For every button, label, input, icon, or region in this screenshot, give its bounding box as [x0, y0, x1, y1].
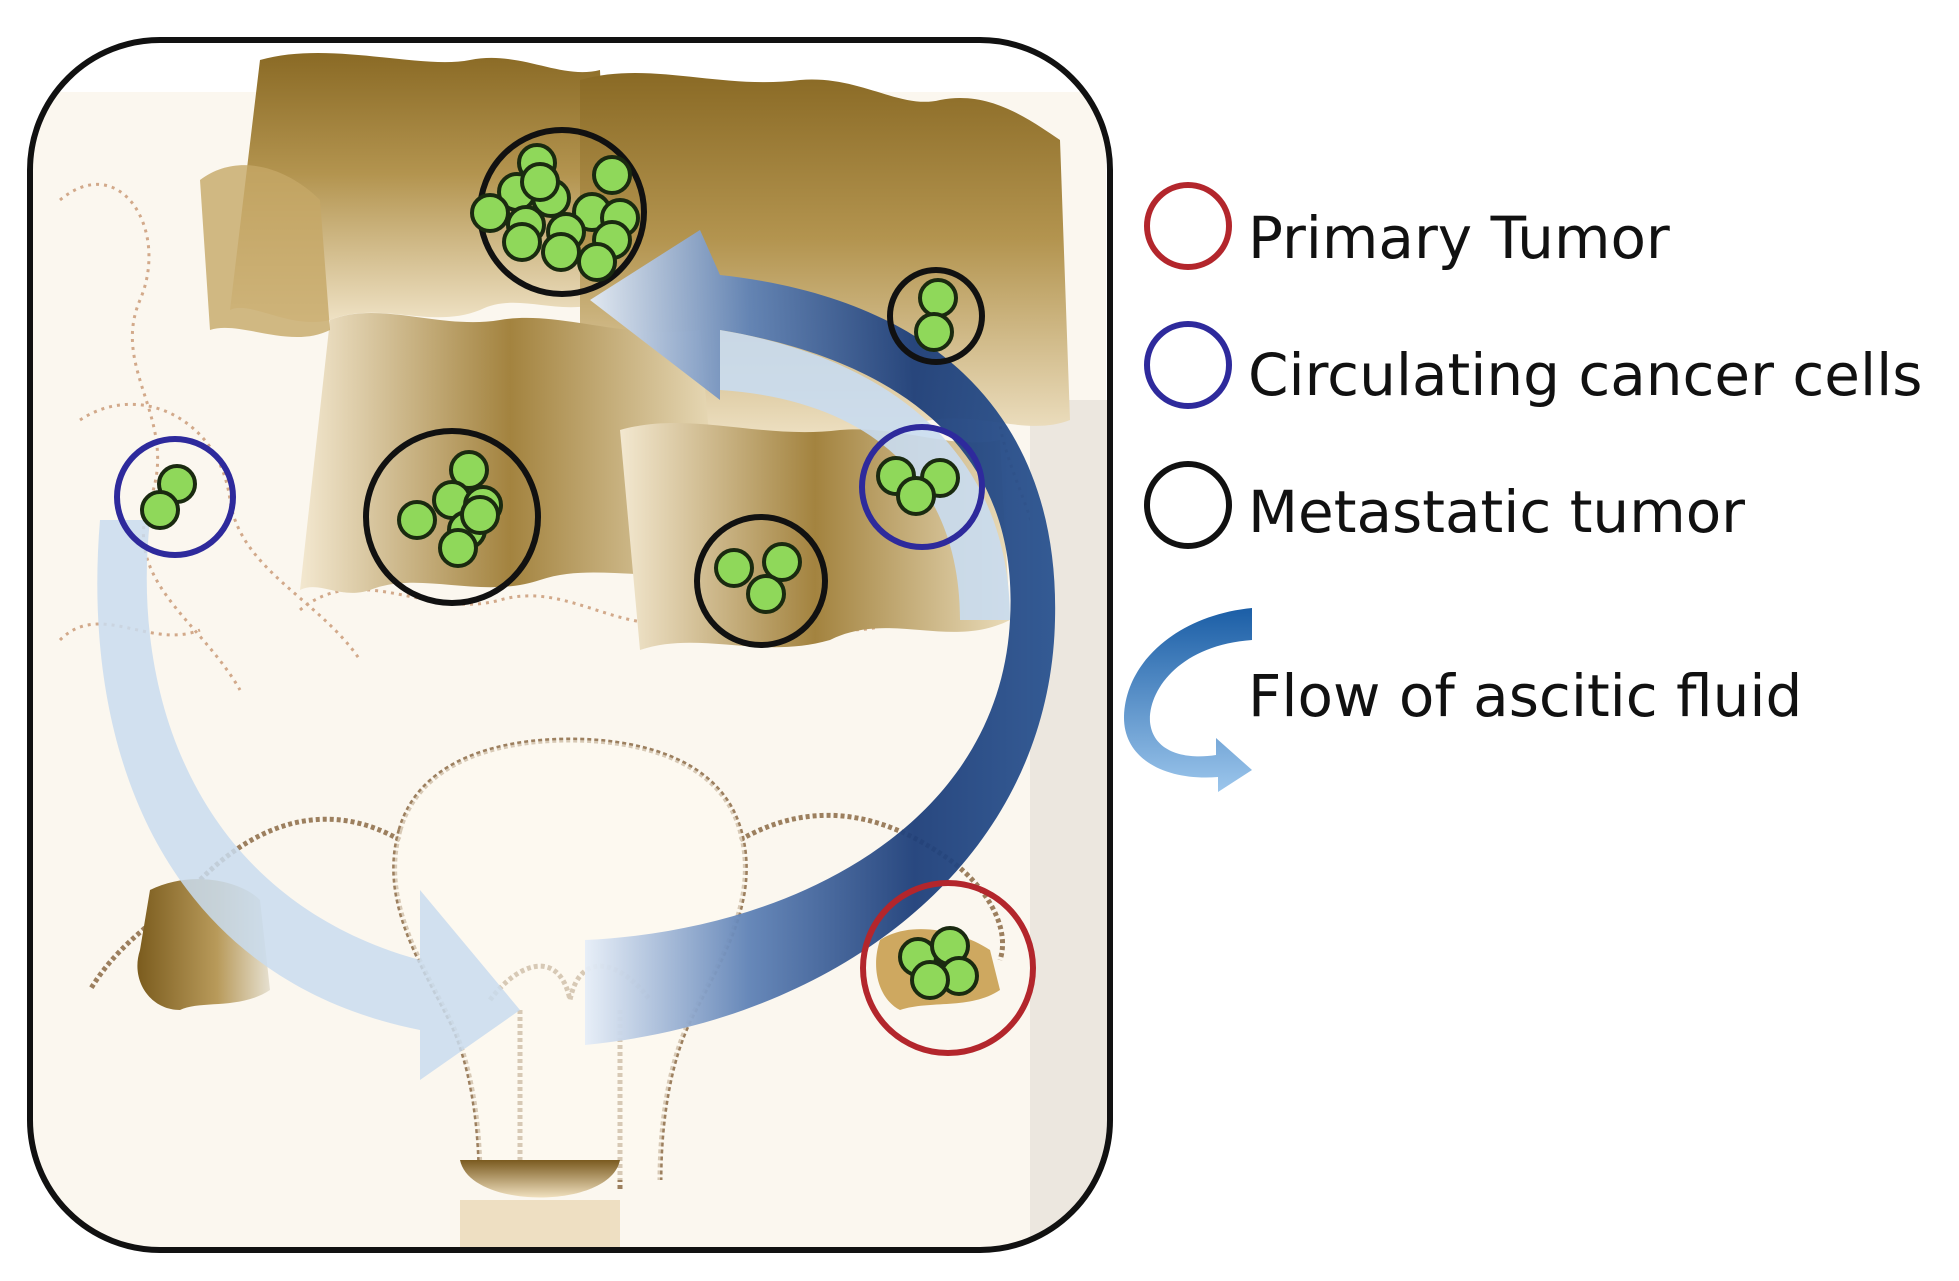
diagram-frame	[27, 37, 1113, 1253]
circulating-cells-marker	[114, 436, 236, 558]
cell-cluster	[914, 278, 958, 352]
legend-item-ascitic-flow: Flow of ascitic fluid	[1123, 608, 1802, 792]
legend-label: Flow of ascitic fluid	[1248, 662, 1802, 730]
circulating-cells-legend-swatch	[1144, 321, 1232, 409]
cell-cluster	[140, 464, 197, 530]
flow-arrow-right-up	[585, 230, 1056, 1045]
metastatic-tumor-marker	[470, 127, 647, 297]
legend-item-circulating-cells: Circulating cancer cells	[1144, 321, 1922, 409]
primary-tumor-legend-swatch	[1144, 182, 1232, 270]
legend-label: Primary Tumor	[1248, 204, 1670, 272]
metastatic-tumor-marker	[694, 514, 828, 648]
legend: Primary Tumor Circulating cancer cells M…	[1123, 182, 1922, 792]
cell-cluster	[397, 450, 503, 568]
circulating-cells-marker	[859, 424, 985, 550]
cervix-bowl	[460, 1160, 620, 1198]
legend-item-primary-tumor: Primary Tumor	[1144, 182, 1670, 272]
primary-tumor-marker	[860, 880, 1036, 1056]
uterus-body-wash	[394, 740, 746, 1180]
tumor-markers	[114, 127, 1036, 1056]
metastatic-tumor-marker	[887, 267, 985, 365]
metastatic-tumor-marker	[363, 428, 541, 606]
flow-arrow-left-down	[97, 520, 520, 1080]
cell-cluster	[470, 143, 640, 282]
cell-cluster	[714, 542, 802, 614]
cell-cluster	[898, 926, 979, 1000]
legend-label: Metastatic tumor	[1248, 478, 1745, 546]
omentum-tissue	[200, 52, 1070, 650]
cell-cluster	[876, 456, 960, 516]
legend-label: Circulating cancer cells	[1248, 341, 1922, 409]
legend-item-metastatic-tumor: Metastatic tumor	[1144, 461, 1745, 549]
metastatic-tumor-legend-swatch	[1144, 461, 1232, 549]
vagina-canal	[460, 1200, 620, 1250]
curved-arrow-icon	[1123, 608, 1252, 792]
